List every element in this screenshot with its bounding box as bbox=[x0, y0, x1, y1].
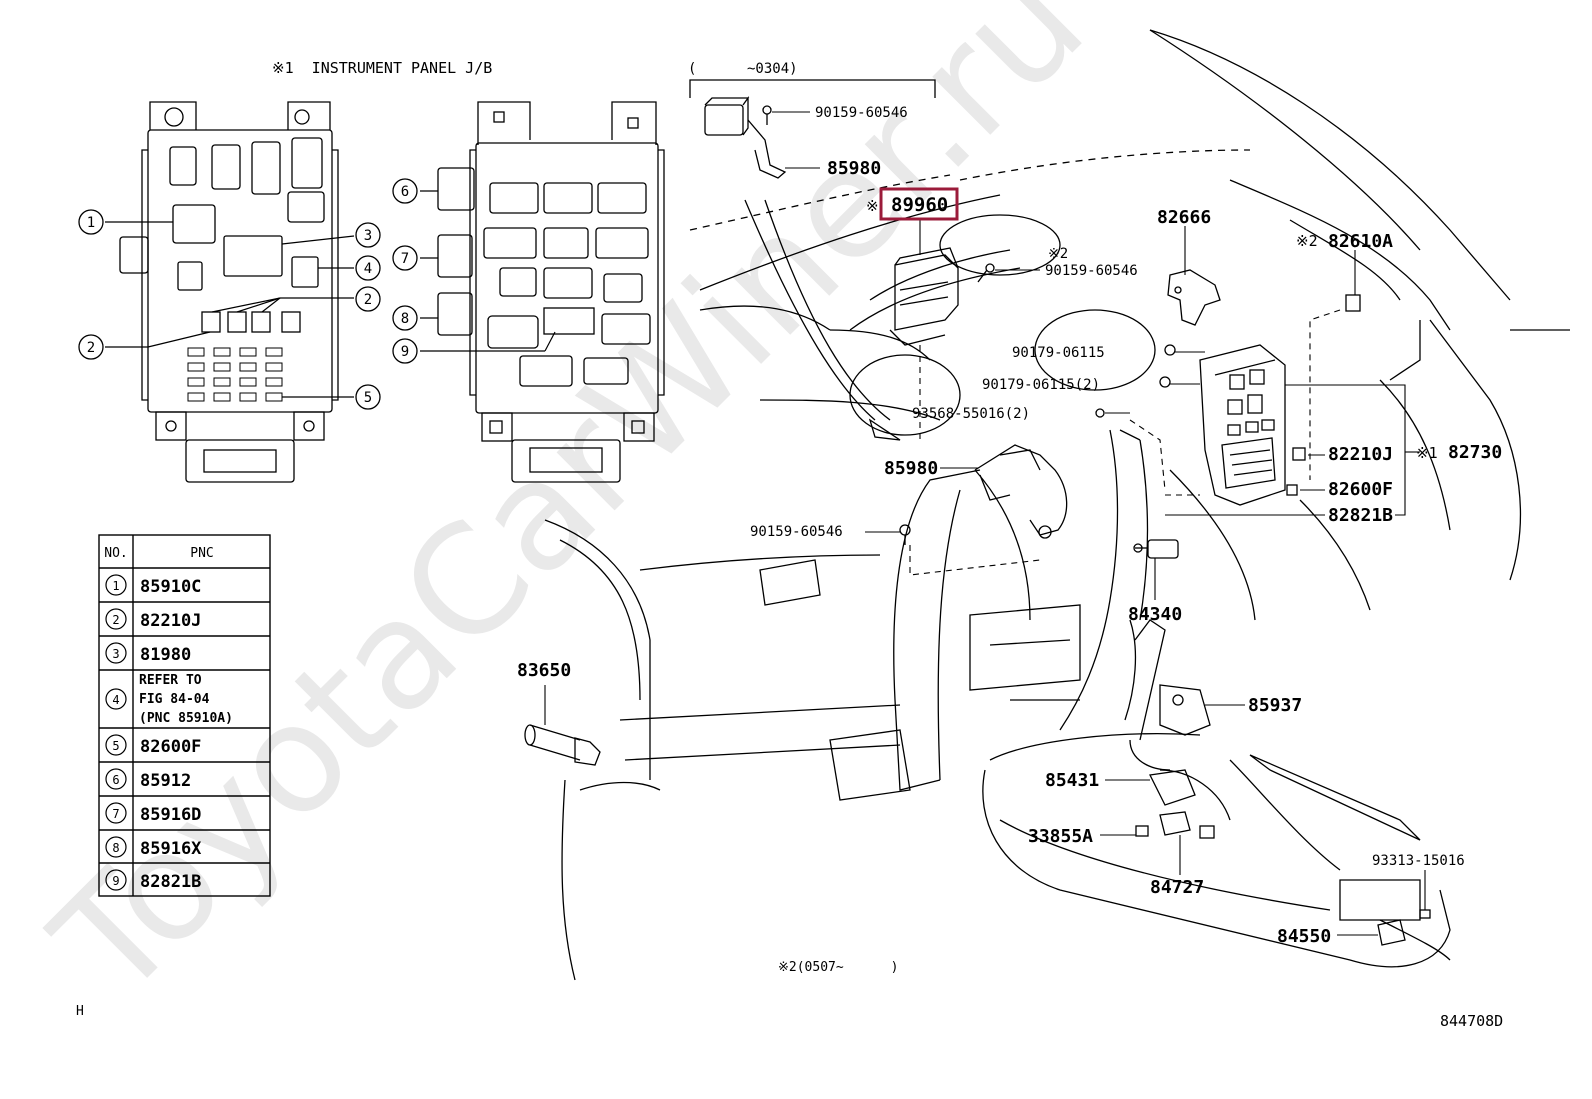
pnc-row-number: 7 bbox=[112, 807, 119, 821]
part-dashed-leaders bbox=[909, 309, 1341, 576]
pnc-row-value: 82821B bbox=[140, 872, 201, 892]
pnc-row-number: 3 bbox=[112, 647, 119, 661]
pnc-table: NO. PNC 1 2 3 4 5 6 7 8 9 85910C 82210J … bbox=[98, 534, 271, 897]
part-label-82610A: 82610A bbox=[1328, 231, 1393, 252]
sensor-89960 bbox=[889, 247, 995, 346]
pnc-table-header-pnc: PNC bbox=[190, 546, 213, 561]
main-part-labels: 85980 82666 82610A 85980 82210J 82730 82… bbox=[517, 158, 1502, 947]
part-label-89960-mark: ※ bbox=[866, 197, 879, 215]
switch-84340 bbox=[1133, 539, 1179, 559]
junction-block-82730 bbox=[1199, 294, 1361, 506]
highlight-box-89960[interactable] bbox=[879, 187, 959, 221]
part-label-82730: 82730 bbox=[1448, 442, 1502, 463]
switch-84550 bbox=[1377, 909, 1431, 946]
small-part-labels: 90159-60546 ※2 90159-60546 90179-06115 9… bbox=[750, 105, 1465, 869]
pnc-row-number: 9 bbox=[112, 874, 119, 888]
pnc-row-value: 82210J bbox=[140, 611, 201, 631]
jb-callout-numbers: 1 3 4 2 2 5 6 7 8 9 bbox=[87, 184, 409, 406]
pnc-row-value: 85916D bbox=[140, 805, 201, 825]
part-leader-lines bbox=[544, 111, 1426, 936]
relay-85980-top bbox=[704, 95, 787, 179]
part-label-90159-60546-mid-mark: ※2 bbox=[1048, 246, 1068, 262]
rod-83650 bbox=[524, 724, 601, 766]
pnc-row-value-line: FIG 84-04 bbox=[139, 692, 210, 707]
bracket-82666 bbox=[1095, 269, 1221, 418]
part-label-85937: 85937 bbox=[1248, 695, 1302, 716]
pnc-row-number: 4 bbox=[112, 693, 119, 707]
jb-callout-number: 7 bbox=[401, 251, 409, 267]
pnc-row-value: 85910C bbox=[140, 577, 201, 597]
part-label-90179-06115-2: 90179-06115(2) bbox=[982, 377, 1100, 393]
part-label-82821B: 82821B bbox=[1328, 505, 1393, 526]
part-label-90159-60546-top: 90159-60546 bbox=[815, 105, 908, 121]
part-label-82730-mark: ※1 bbox=[1416, 444, 1438, 462]
switch-85937 bbox=[1159, 684, 1211, 736]
part-label-83650: 83650 bbox=[517, 660, 571, 681]
dashboard-outline bbox=[544, 29, 1570, 981]
pnc-row-value-line: REFER TO bbox=[139, 673, 202, 688]
pnc-row-number: 5 bbox=[112, 739, 119, 753]
part-label-84727: 84727 bbox=[1150, 877, 1204, 898]
pnc-row-value: 82600F bbox=[140, 737, 201, 757]
jb-callout-number: 4 bbox=[364, 261, 372, 277]
part-label-90159-60546-mid: 90159-60546 bbox=[1045, 263, 1138, 279]
part-label-84340: 84340 bbox=[1128, 604, 1182, 625]
part-label-85980-mid: 85980 bbox=[884, 458, 938, 479]
jb-callout-number: 3 bbox=[364, 228, 372, 244]
part-label-82666: 82666 bbox=[1157, 207, 1211, 228]
figure-code: 844708D bbox=[1440, 1012, 1503, 1030]
jb-callout-number: 6 bbox=[401, 184, 409, 200]
relay-85980-mid bbox=[899, 444, 1068, 545]
pnc-row-value: 81980 bbox=[140, 645, 191, 665]
jb-callout-number: 1 bbox=[87, 215, 95, 231]
pnc-table-header-no: NO. bbox=[104, 546, 127, 561]
range-bottom-label: ※2(0507~ ) bbox=[778, 960, 898, 975]
switch-85431 bbox=[1135, 769, 1215, 839]
part-label-93313-15016: 93313-15016 bbox=[1372, 853, 1465, 869]
range-top-bracket bbox=[689, 79, 936, 98]
part-label-85980-top: 85980 bbox=[827, 158, 881, 179]
jb-callout-number: 2 bbox=[364, 292, 372, 308]
jb-callout-leaders bbox=[105, 190, 556, 398]
junction-block-front bbox=[119, 101, 339, 483]
jb-callout-number: 8 bbox=[401, 311, 409, 327]
jb-callout-number: 2 bbox=[87, 340, 95, 356]
part-label-33855A: 33855A bbox=[1028, 826, 1093, 847]
junction-block-back bbox=[437, 101, 665, 483]
part-label-84550: 84550 bbox=[1277, 926, 1331, 947]
pnc-row-value: 85912 bbox=[140, 771, 191, 791]
jb-title: ※1 INSTRUMENT PANEL J/B bbox=[272, 59, 492, 77]
part-label-89960[interactable]: 89960 bbox=[891, 194, 948, 216]
jb-callout-number: 5 bbox=[364, 390, 372, 406]
part-label-90159-60546-low: 90159-60546 bbox=[750, 524, 843, 540]
page-letter: H bbox=[76, 1004, 84, 1019]
pnc-row-number: 6 bbox=[112, 773, 119, 787]
part-label-85431: 85431 bbox=[1045, 770, 1099, 791]
pnc-row-value-line: (PNC 85910A) bbox=[139, 711, 233, 726]
pnc-row-number: 1 bbox=[112, 579, 119, 593]
part-label-93568-55016-2: 93568-55016(2) bbox=[912, 406, 1030, 422]
pnc-row-value: 85916X bbox=[140, 839, 202, 859]
pnc-row-number: 2 bbox=[112, 613, 119, 627]
part-label-82600F: 82600F bbox=[1328, 479, 1393, 500]
reference-marks: ※2 ※1 ※ bbox=[866, 197, 1438, 462]
range-top-label: ( ~0304) bbox=[688, 61, 798, 77]
jb-callout-number: 9 bbox=[401, 344, 409, 360]
part-label-82210J: 82210J bbox=[1328, 444, 1393, 465]
jb-callout-circles bbox=[78, 178, 418, 410]
part-label-90179-06115: 90179-06115 bbox=[1012, 345, 1105, 361]
part-label-82610A-mark: ※2 bbox=[1296, 232, 1318, 250]
pnc-row-number: 8 bbox=[112, 841, 119, 855]
